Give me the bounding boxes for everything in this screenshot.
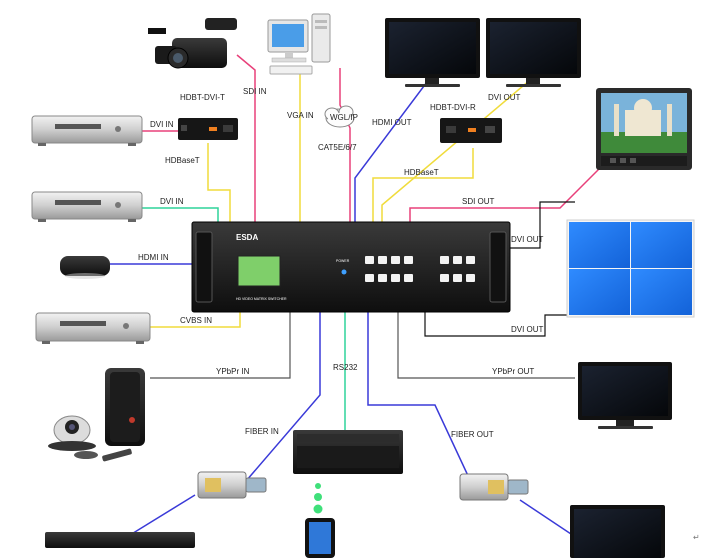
hub-button <box>466 274 475 282</box>
sdi-broadcast-monitor-icon <box>596 88 692 170</box>
connection-lines <box>110 54 601 541</box>
dvi-in-2-cable <box>140 207 219 222</box>
fiber-in-cable <box>239 312 321 489</box>
hub-button <box>453 256 462 264</box>
dvi-out-2-cable <box>424 312 570 337</box>
hub-button <box>404 274 413 282</box>
return-mark-icon: ↵ <box>693 533 700 542</box>
hub-button-grid <box>365 256 475 282</box>
hub-button <box>404 256 413 264</box>
hdbaset-right-cable <box>372 148 474 222</box>
label-vga-in: VGA IN <box>287 111 314 120</box>
hub-button <box>440 256 449 264</box>
video-conference-icon <box>48 368 145 462</box>
hub-button <box>466 256 475 264</box>
label-sdi-in: SDI IN <box>243 87 267 96</box>
label-hdbaset-left: HDBaseT <box>165 156 200 165</box>
hub-button <box>391 256 400 264</box>
label-dvi-out-top: DVI OUT <box>488 93 521 102</box>
label-fiber-out: FIBER OUT <box>451 430 494 439</box>
label-sdi-out: SDI OUT <box>462 197 495 206</box>
fiber-out-cable <box>367 312 471 481</box>
hdbt-transmitter-icon <box>178 118 238 140</box>
diagram-labels: SDI IN HDBT-DVI-T DVI IN HDBaseT DVI IN … <box>138 87 544 439</box>
media-player-icon <box>60 256 110 279</box>
dvd-player-2-icon <box>31 191 143 222</box>
video-camera-icon <box>148 18 237 69</box>
ypbpr-in-cable <box>150 312 291 379</box>
hdbt-receiver-icon <box>440 118 502 143</box>
matrix-switcher: ESDA HD VIDEO MATRIX SWITCHER POWER <box>191 221 511 313</box>
hub-button <box>440 274 449 282</box>
video-wall-icon <box>566 219 695 318</box>
hub-button <box>365 256 374 264</box>
sdi-in-cable <box>236 54 256 222</box>
dvd-player-3-icon <box>35 312 151 344</box>
fiber-out-monitor-icon <box>570 505 665 558</box>
label-network: WGL/IP <box>330 113 358 122</box>
label-rs232: RS232 <box>333 363 358 372</box>
ypbpr-out-cable <box>397 312 575 379</box>
label-dvi-in-2: DVI IN <box>160 197 184 206</box>
dvd-player-1-icon <box>31 115 143 146</box>
fiber-receiver-icon <box>459 473 529 501</box>
label-hdmi-out: HDMI OUT <box>372 118 412 127</box>
hub-model-caption: HD VIDEO MATRIX SWITCHER <box>236 297 287 301</box>
label-hdmi-in: HDMI IN <box>138 253 169 262</box>
hub-brand: ESDA <box>236 233 258 242</box>
label-hdbt-dvi-t: HDBT-DVI-T <box>180 93 225 102</box>
hub-button <box>378 256 387 264</box>
label-cat5e: CAT5E/6/7 <box>318 143 357 152</box>
label-fiber-in: FIBER IN <box>245 427 279 436</box>
dvi-out-1-cable <box>510 201 575 249</box>
fiber-in-lower-cable <box>129 494 196 536</box>
bottom-left-device-icon <box>45 532 195 548</box>
hub-power-caption: POWER <box>336 259 350 263</box>
label-dvi-out-2: DVI OUT <box>511 325 544 334</box>
dvi-monitor-icon <box>486 18 581 87</box>
network-cloud-icon <box>324 105 355 128</box>
hub-button <box>378 274 387 282</box>
label-dvi-out-1: DVI OUT <box>511 235 544 244</box>
cvbs-in-cable <box>150 312 241 328</box>
fiber-transmitter-icon <box>197 471 267 499</box>
label-ypbpr-out: YPbPr OUT <box>492 367 534 376</box>
hdmi-monitor-icon <box>385 18 480 87</box>
label-ypbpr-in: YPbPr IN <box>216 367 250 376</box>
hdbaset-left-cable <box>207 143 231 222</box>
sdi-out-cable <box>409 167 601 222</box>
wireless-signal-icon <box>313 483 323 514</box>
desktop-computer-icon <box>267 13 331 75</box>
hdmi-out-cable <box>354 77 431 222</box>
label-dvi-in-1: DVI IN <box>150 120 174 129</box>
label-hdbt-dvi-r: HDBT-DVI-R <box>430 103 476 112</box>
hub-button <box>391 274 400 282</box>
label-hdbaset-right: HDBaseT <box>404 168 439 177</box>
label-cvbs-in: CVBS IN <box>180 316 212 325</box>
tablet-icon <box>305 518 335 558</box>
hub-button <box>365 274 374 282</box>
hub-button <box>453 274 462 282</box>
rs232-controller-icon <box>293 430 403 474</box>
ypbpr-monitor-icon <box>578 362 672 429</box>
